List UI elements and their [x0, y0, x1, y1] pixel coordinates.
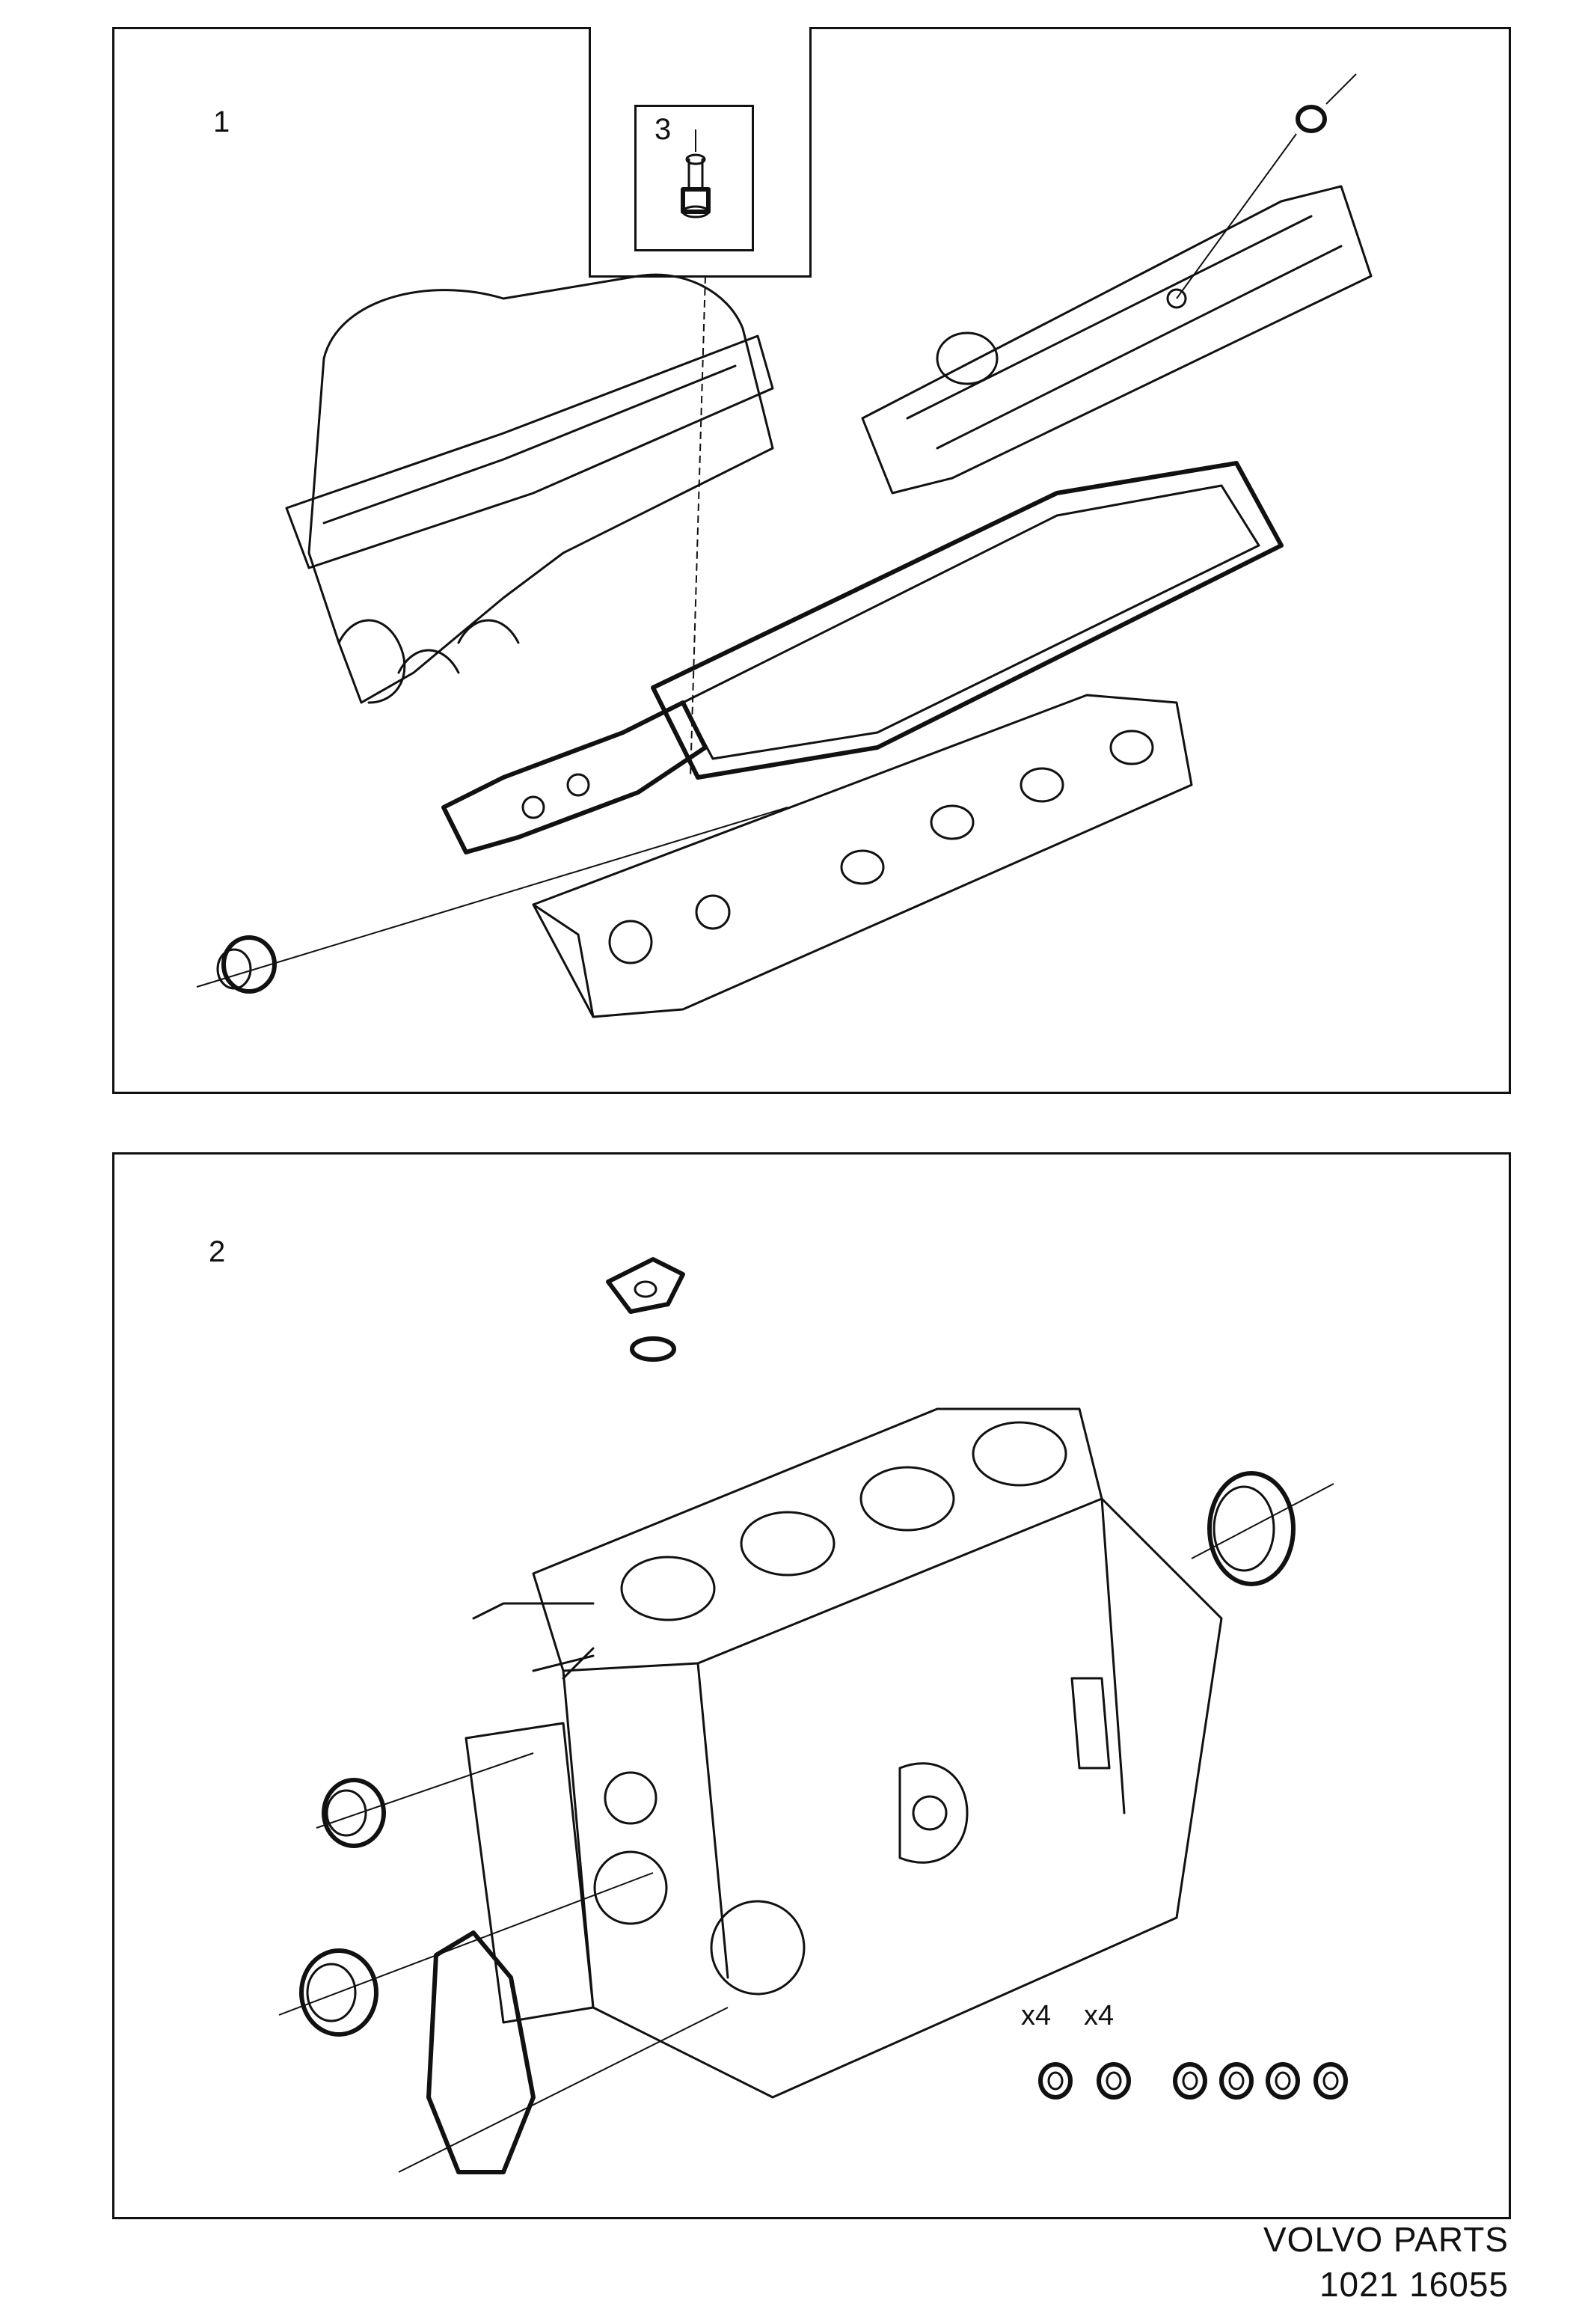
cylinder-head-drawing [196, 73, 1373, 1018]
quantity-label: x4 [1021, 2000, 1052, 2031]
valve-stem-seal-drawing [681, 129, 711, 218]
engine-block-drawing [278, 1257, 1348, 2174]
brand-label: VOLVO PARTS [1263, 2220, 1509, 2259]
panel-number: 1 [213, 106, 230, 138]
panel-number: 2 [209, 1235, 226, 1268]
detail-inset-frame: 3 [589, 27, 812, 278]
quantity-label: x4 [1084, 2000, 1115, 2031]
diagram-panel-2: 2 [112, 1152, 1511, 2219]
part-code-label: 1021 16055 [1319, 2265, 1509, 2304]
inset-number: 3 [654, 113, 672, 146]
diagram-panel-1: 1 3 [112, 27, 1511, 1094]
detail-inset-box: 3 [634, 105, 754, 251]
